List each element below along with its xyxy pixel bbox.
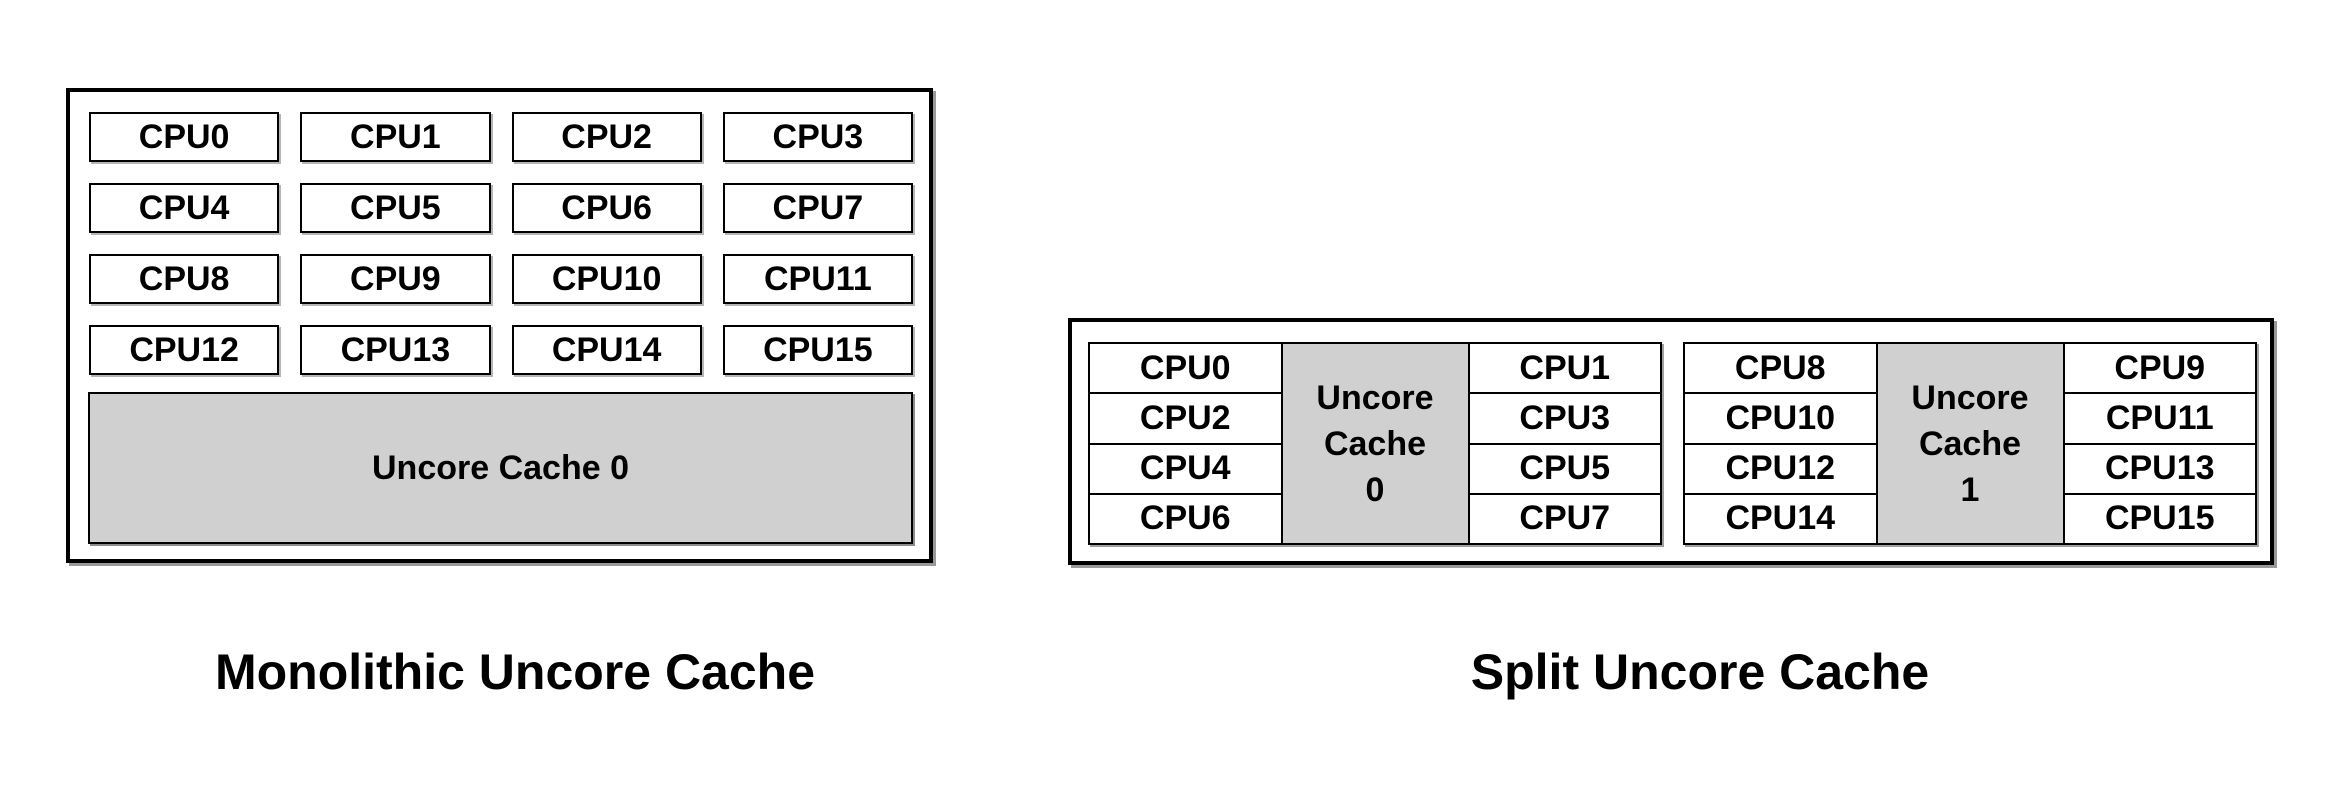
cache-label-line: 0 [1365,470,1385,509]
cpu-cell: CPU2 [1090,394,1281,445]
cache-label-line: Uncore [1316,378,1434,417]
cpu-box: CPU13 [300,325,491,375]
monolithic-diagram: CPU0 CPU1 CPU2 CPU3 CPU4 CPU5 CPU6 CPU7 … [66,88,933,563]
cpu-cluster: CPU8 CPU10 CPU12 CPU14 Uncore Cache 1 CP… [1683,342,2257,545]
cpu-cell: CPU11 [2064,394,2255,445]
cpu-cell: CPU7 [1469,494,1660,543]
cache-label-line: Cache [1323,424,1427,463]
cpu-cell: CPU1 [1469,344,1660,395]
cpu-box: CPU3 [722,112,913,162]
cpu-cell: CPU0 [1090,344,1281,395]
cpu-box: CPU11 [722,254,913,304]
cluster-row: CPU0 CPU2 CPU4 CPU6 Uncore Cache 0 CPU1 … [1088,342,2257,545]
cpu-cell: CPU4 [1090,444,1281,495]
cpu-box: CPU14 [511,325,702,375]
cpu-column-left: CPU0 CPU2 CPU4 CPU6 [1090,344,1281,543]
cpu-column-left: CPU8 CPU10 CPU12 CPU14 [1685,344,1876,543]
cpu-box: CPU10 [511,254,702,304]
cache-label-line: Uncore [1911,378,2029,417]
cache-label-line: 1 [1960,470,1980,509]
monolithic-caption: Monolithic Uncore Cache [214,644,816,700]
split-diagram: CPU0 CPU2 CPU4 CPU6 Uncore Cache 0 CPU1 … [1068,318,2274,565]
cpu-box: CPU7 [722,183,913,233]
cpu-cell: CPU15 [2064,494,2255,543]
uncore-cache-box: Uncore Cache 0 [1280,344,1470,543]
cpu-box: CPU8 [89,254,280,304]
uncore-cache-box: Uncore Cache 0 [88,392,913,544]
cpu-cell: CPU6 [1090,494,1281,543]
cpu-box: CPU5 [300,183,491,233]
cpu-cluster: CPU0 CPU2 CPU4 CPU6 Uncore Cache 0 CPU1 … [1088,342,1662,545]
cache-label-line: Cache [1918,424,2022,463]
monolithic-cpu-grid: CPU0 CPU1 CPU2 CPU3 CPU4 CPU5 CPU6 CPU7 … [89,112,913,375]
cpu-box: CPU9 [300,254,491,304]
cpu-box: CPU1 [300,112,491,162]
cpu-box: CPU6 [511,183,702,233]
cpu-cell: CPU13 [2064,444,2255,495]
uncore-cache-box: Uncore Cache 1 [1875,344,2065,543]
cpu-box: CPU12 [89,325,280,375]
cpu-box: CPU15 [722,325,913,375]
cpu-cell: CPU9 [2064,344,2255,395]
cpu-cell: CPU8 [1685,344,1876,395]
cpu-box: CPU4 [89,183,280,233]
cpu-box: CPU0 [89,112,280,162]
cpu-cell: CPU14 [1685,494,1876,543]
cpu-cell: CPU5 [1469,444,1660,495]
cpu-box: CPU2 [511,112,702,162]
cpu-cell: CPU12 [1685,444,1876,495]
cpu-cell: CPU10 [1685,394,1876,445]
cpu-cell: CPU3 [1469,394,1660,445]
split-caption: Split Uncore Cache [1470,644,1930,700]
cpu-column-right: CPU9 CPU11 CPU13 CPU15 [2064,344,2255,543]
cpu-column-right: CPU1 CPU3 CPU5 CPU7 [1469,344,1660,543]
